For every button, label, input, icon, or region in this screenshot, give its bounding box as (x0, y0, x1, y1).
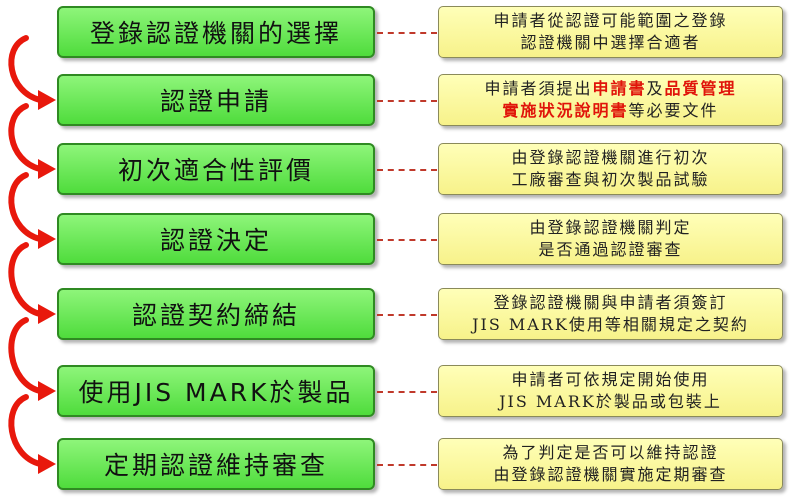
description-text: 等必要文件 (628, 101, 719, 120)
step-box-6: 使用JIS MARK於製品 (57, 365, 375, 417)
description-box-5: 登錄認證機關與申請者須簽訂 JIS MARK使用等相關規定之契約 (438, 288, 783, 340)
description-line: 為了判定是否可以維持認證 (502, 442, 718, 464)
description-box-3: 由登錄認證機關進行初次工廠審查與初次製品試驗 (438, 143, 783, 195)
arrow-head (38, 381, 56, 401)
dashed-connector (377, 464, 437, 466)
step-label: 認證決定 (159, 226, 272, 255)
dashed-connector (377, 100, 437, 102)
description-line: 申請者從認證可能範圍之登錄 (493, 10, 727, 32)
step-label: 登錄認證機關的選擇 (89, 19, 342, 48)
description-line: 認證機關中選擇合適者 (520, 32, 700, 54)
dashed-connector (377, 169, 437, 171)
highlighted-text: 實施狀況說明書 (502, 101, 629, 120)
description-line: 由登錄認證機關判定 (529, 217, 691, 239)
step-box-2: 認證申請 (57, 74, 375, 126)
step-box-5: 認證契約締結 (57, 288, 375, 340)
dashed-connector (377, 32, 437, 34)
description-text: 及 (646, 79, 665, 98)
description-line: 登錄認證機關與申請者須簽訂 (493, 292, 727, 314)
description-text: JIS MARK於製品或包裝上 (499, 392, 722, 411)
description-line: JIS MARK於製品或包裝上 (499, 391, 722, 413)
highlighted-text: 品質管理 (664, 79, 737, 98)
description-text: 登錄認證機關與申請者須簽訂 (493, 293, 728, 312)
arrow-head (38, 304, 56, 324)
description-text: 工廠審查與初次製品試驗 (511, 170, 710, 189)
description-text: 為了判定是否可以維持認證 (502, 443, 719, 462)
highlighted-text: 申請書 (592, 79, 647, 98)
step-label: 初次適合性評價 (117, 156, 314, 185)
dashed-connector (377, 314, 437, 316)
curved-arrow (8, 317, 43, 394)
dashed-connector (377, 239, 437, 241)
arrow-head (38, 159, 56, 179)
description-box-6: 申請者可依規定開始使用 JIS MARK於製品或包裝上 (438, 365, 783, 417)
step-box-3: 初次適合性評價 (57, 143, 375, 195)
step-label: 定期認證維持審查 (103, 451, 328, 480)
description-box-4: 由登錄認證機關判定是否通過認證審查 (438, 213, 783, 265)
description-text: 由登錄認證機關實施定期審查 (493, 465, 728, 484)
description-line: 是否通過認證審查 (538, 239, 682, 261)
description-line: 實施狀況說明書等必要文件 (502, 100, 718, 122)
step-label: 認證申請 (159, 87, 272, 116)
step-box-1: 登錄認證機關的選擇 (57, 6, 375, 58)
description-line: JIS MARK使用等相關規定之契約 (472, 314, 749, 336)
description-line: 申請者須提出申請書及品質管理 (484, 78, 736, 100)
description-text: 由登錄認證機關進行初次 (511, 148, 710, 167)
step-box-4: 認證決定 (57, 213, 375, 265)
description-text: 認證機關中選擇合適者 (520, 33, 701, 52)
curved-arrow (8, 172, 43, 242)
step-label: 認證契約締結 (131, 301, 300, 330)
arrow-head (38, 90, 56, 110)
dashed-connector (377, 391, 437, 393)
description-line: 申請者可依規定開始使用 (511, 369, 709, 391)
curved-arrow (8, 242, 43, 317)
step-label: 使用JIS MARK於製品 (78, 378, 354, 407)
description-text: 申請者可依規定開始使用 (511, 370, 710, 389)
description-box-2: 申請者須提出申請書及品質管理實施狀況說明書等必要文件 (438, 74, 783, 126)
description-box-7: 為了判定是否可以維持認證由登錄認證機關實施定期審查 (438, 438, 783, 490)
description-text: 申請者須提出 (484, 79, 593, 98)
step-box-7: 定期認證維持審查 (57, 438, 375, 490)
description-text: 是否通過認證審查 (538, 240, 683, 259)
arrow-head (38, 454, 56, 474)
description-line: 工廠審查與初次製品試驗 (511, 169, 709, 191)
description-text: JIS MARK使用等相關規定之契約 (472, 315, 749, 334)
description-box-1: 申請者從認證可能範圍之登錄認證機關中選擇合適者 (438, 6, 783, 58)
curved-arrow (8, 103, 43, 172)
description-line: 由登錄認證機關進行初次 (511, 147, 709, 169)
curved-arrow (8, 394, 43, 467)
arrow-head (38, 229, 56, 249)
description-line: 由登錄認證機關實施定期審查 (493, 464, 727, 486)
description-text: 由登錄認證機關判定 (529, 218, 692, 237)
curved-arrow (8, 35, 43, 103)
description-text: 申請者從認證可能範圍之登錄 (493, 11, 728, 30)
